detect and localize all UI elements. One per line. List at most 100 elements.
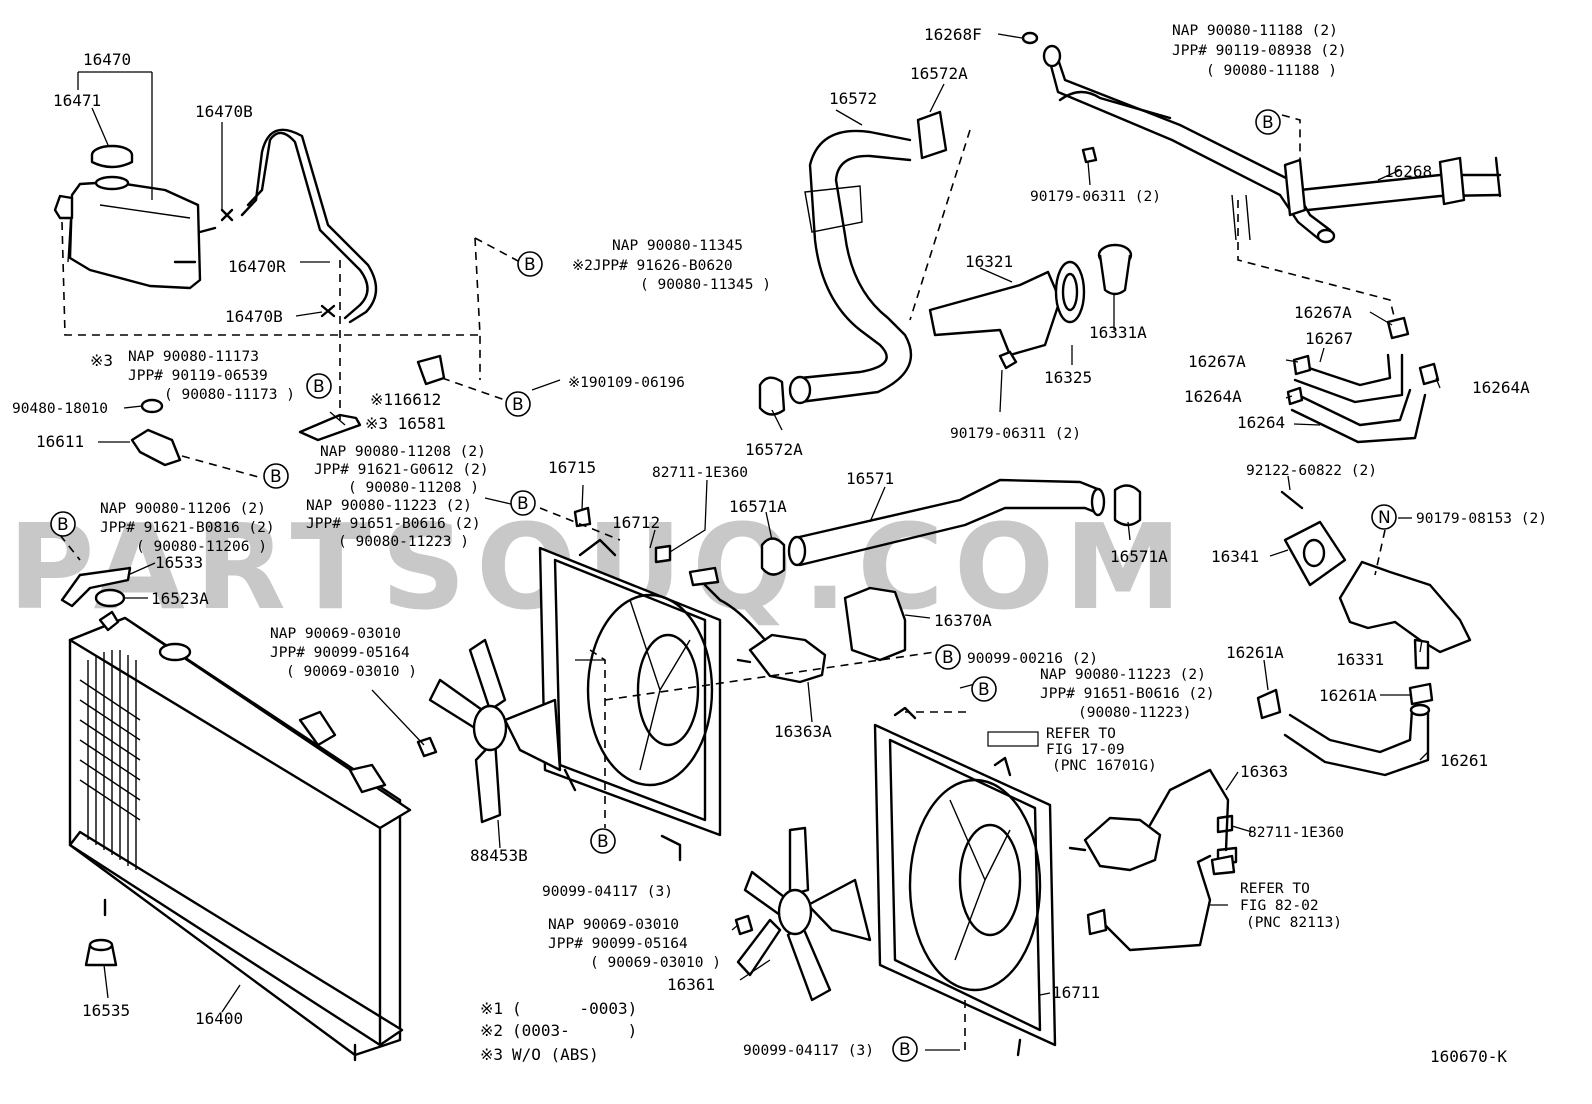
- svg-text:REFER TO: REFER TO: [1240, 881, 1310, 897]
- svg-text:NAP 90069-03010: NAP 90069-03010: [270, 626, 401, 642]
- footnote-1-mark: ※1: [480, 999, 503, 1018]
- hose-clip-icon: [220, 208, 336, 318]
- wire-harness-icon: [1086, 854, 1212, 952]
- block-b10: NAP 90069-03010 JPP# 90099-05164 ( 90069…: [548, 917, 721, 971]
- label-88453B: 88453B: [470, 846, 528, 865]
- label-16331A: 16331A: [1089, 323, 1147, 342]
- label-16571A-b: 16571A: [1110, 547, 1168, 566]
- block-b2: ※3 NAP 90080-11173 JPP# 90119-06539 ( 90…: [90, 349, 295, 403]
- label-16571: 16571: [846, 469, 894, 488]
- svg-text:( 90080-11188 ): ( 90080-11188 ): [1206, 63, 1337, 79]
- hose-16261-icon: [1283, 703, 1431, 777]
- clamp-16572A-icon: [758, 110, 948, 416]
- label-16261: 16261: [1440, 751, 1488, 770]
- marker-b-9: B: [971, 676, 997, 702]
- label-16523A: 16523A: [151, 589, 209, 608]
- marker-b-1: B: [517, 251, 543, 277]
- block-b7: NAP 90069-03010 JPP# 90099-05164 ( 90069…: [270, 626, 417, 680]
- svg-text:REFER TO: REFER TO: [1046, 726, 1116, 742]
- water-inlet-16331-icon: [1338, 560, 1472, 670]
- label-90179-08153: 90179-08153 (2): [1416, 511, 1547, 527]
- part-blocks: NAP 90080-11345 ※2JPP# 91626-B0620 ( 900…: [90, 23, 1347, 971]
- footnote-1-text: ( -0003): [512, 999, 637, 1018]
- fan-shroud-16712-icon: [538, 538, 722, 862]
- svg-text:NAP 90080-11345: NAP 90080-11345: [612, 238, 743, 254]
- svg-text:( 90069-03010 ): ( 90069-03010 ): [286, 664, 417, 680]
- label-16712: 16712: [612, 513, 660, 532]
- label-90480: 90480-18010: [12, 401, 108, 417]
- label-16363: 16363: [1240, 762, 1288, 781]
- lower-radiator-hose-icon: [787, 478, 1106, 567]
- block-b3: NAP 90080-11188 (2) JPP# 90119-08938 (2)…: [1172, 23, 1347, 79]
- reservoir-cap-icon: [90, 144, 134, 169]
- cooling-fan-16361-icon: [736, 826, 872, 1002]
- label-16264: 16264: [1237, 413, 1285, 432]
- label-82711-top: 82711-1E360: [652, 465, 748, 481]
- label-90179-top: 90179-06311 (2): [1030, 189, 1161, 205]
- label-90099-04117-b: 90099-04117 (3): [743, 1043, 874, 1059]
- marker-b-2: B: [306, 373, 332, 399]
- svg-text:B: B: [1262, 113, 1274, 133]
- label-16325: 16325: [1044, 368, 1092, 387]
- svg-text:NAP 90080-11223 (2): NAP 90080-11223 (2): [306, 498, 472, 514]
- reservoir-tank-icon: [53, 175, 217, 290]
- block-b5: NAP 90080-11206 (2) JPP# 91621-B0816 (2)…: [100, 501, 275, 555]
- svg-text:B: B: [597, 832, 609, 852]
- svg-text:B: B: [512, 395, 524, 415]
- label-90099-00216: 90099-00216 (2): [967, 651, 1098, 667]
- label-16267: 16267: [1305, 329, 1353, 348]
- cooling-fan-88453B-icon: [428, 638, 562, 824]
- marker-b-4: B: [263, 463, 289, 489]
- label-16267A-a: 16267A: [1294, 303, 1352, 322]
- svg-text:( 90069-03010 ): ( 90069-03010 ): [590, 955, 721, 971]
- label-16341: 16341: [1211, 547, 1259, 566]
- label-16470B-bot: 16470B: [225, 307, 283, 326]
- marker-b-5: B: [50, 511, 76, 537]
- clip-116612-icon: [416, 354, 446, 386]
- label-16470R: 16470R: [228, 257, 286, 276]
- label-90179-mid: 90179-06311 (2): [950, 426, 1081, 442]
- part-labels: 16470 16471 16470B 16470R 16470B 16572 1…: [12, 25, 1547, 1066]
- water-pipe-16268-icon: [1042, 44, 1502, 244]
- footnotes: ※1 ( -0003) ※2 (0003- ) ※3 W/O (ABS): [480, 999, 637, 1064]
- svg-text:(PNC 82113): (PNC 82113): [1246, 915, 1342, 931]
- label-16370A: 16370A: [934, 611, 992, 630]
- thermostat-16331A-icon: [1097, 243, 1133, 296]
- label-16571A-a: 16571A: [729, 497, 787, 516]
- block-b11: REFER TO FIG 82-02 (PNC 82113): [1240, 881, 1342, 931]
- svg-text:B: B: [899, 1040, 911, 1060]
- svg-text:JPP# 90119-06539: JPP# 90119-06539: [128, 368, 268, 384]
- label-82711-bot: 82711-1E360: [1248, 825, 1344, 841]
- svg-text:B: B: [978, 680, 990, 700]
- gasket-16325-icon: [1054, 260, 1086, 324]
- marker-n-1: N: [1371, 504, 1397, 530]
- svg-text:FIG 17-09: FIG 17-09: [1046, 742, 1125, 758]
- svg-text:( 90080-11173 ): ( 90080-11173 ): [164, 387, 295, 403]
- label-90099-04117-a: 90099-04117 (3): [542, 884, 673, 900]
- label-16331: 16331: [1336, 650, 1384, 669]
- overflow-hose-icon: [240, 128, 378, 324]
- label-16361: 16361: [667, 975, 715, 994]
- label-16572A-bot: 16572A: [745, 440, 803, 459]
- fan-shroud-16711-icon: [873, 706, 1057, 1057]
- diagram-code: 160670-K: [1430, 1047, 1507, 1066]
- svg-text:B: B: [517, 494, 529, 514]
- svg-text:JPP# 90099-05164: JPP# 90099-05164: [548, 936, 688, 952]
- label-16268: 16268: [1384, 162, 1432, 181]
- svg-text:( 90080-11206 ): ( 90080-11206 ): [136, 539, 267, 555]
- svg-text:B: B: [313, 377, 325, 397]
- fan-shroud-mount-16370A-icon: [843, 586, 907, 662]
- label-90109: ※190109-06196: [568, 375, 685, 391]
- svg-text:(90080-11223): (90080-11223): [1078, 705, 1192, 721]
- upper-radiator-hose-icon: [788, 129, 913, 405]
- radiator-support-icon: [84, 938, 118, 967]
- svg-text:※2JPP# 91626-B0620: ※2JPP# 91626-B0620: [572, 258, 733, 274]
- label-16572A-top: 16572A: [910, 64, 968, 83]
- marker-b-8: B: [935, 644, 961, 670]
- svg-text:JPP# 90119-08938 (2): JPP# 90119-08938 (2): [1172, 43, 1347, 59]
- hose-16264-icon: [1290, 388, 1427, 444]
- gasket-16341-icon: [1283, 520, 1347, 587]
- label-16572: 16572: [829, 89, 877, 108]
- marker-b-11: B: [892, 1036, 918, 1062]
